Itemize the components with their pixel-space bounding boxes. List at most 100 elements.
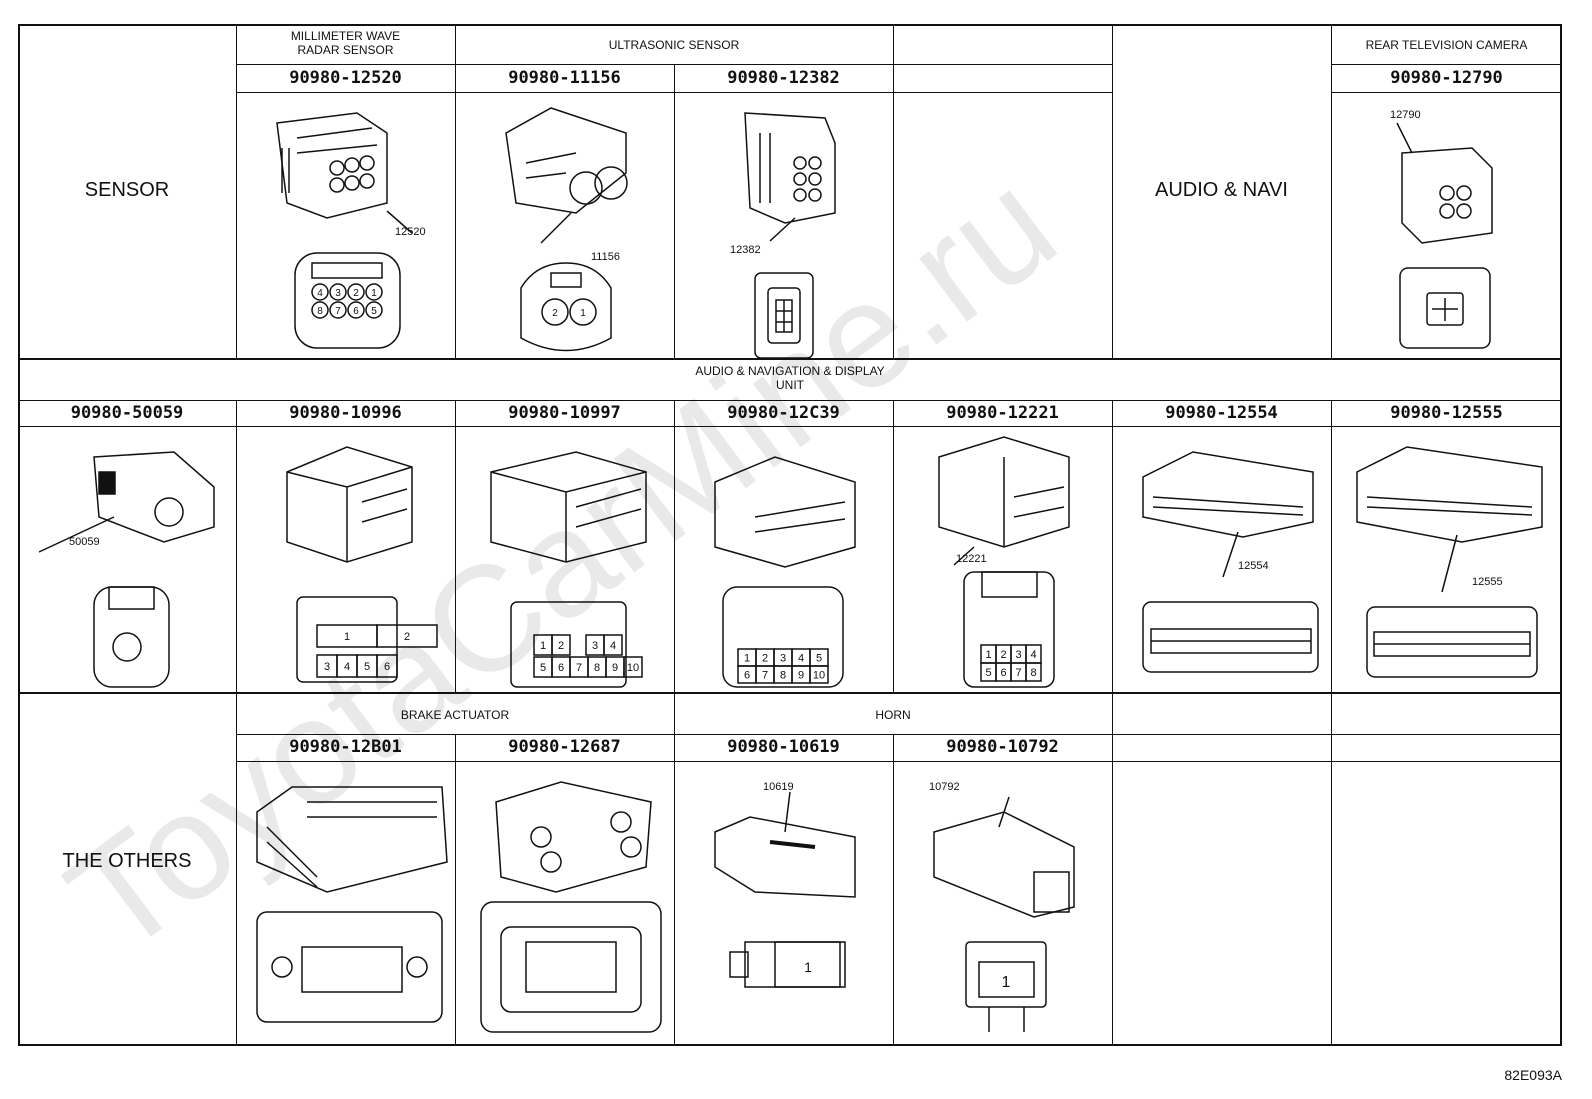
svg-text:11156: 11156	[591, 251, 620, 263]
others-label: THE OTHERS	[62, 850, 192, 872]
part-number: 90980-10997	[508, 403, 621, 423]
pin-cell	[329, 301, 347, 319]
pin-number: 4	[317, 288, 323, 299]
pin-number: 6	[384, 661, 390, 673]
pin-number: 6	[1000, 667, 1006, 679]
part-number: 90980-11156	[508, 68, 621, 88]
part-number: 90980-10619	[727, 737, 840, 757]
part-number: 90980-12555	[1390, 403, 1503, 423]
pin-number: 2	[404, 631, 410, 643]
audio-navi-label: AUDIO & NAVI	[1155, 179, 1288, 201]
connector-10619-drawing: 10619 1	[675, 762, 893, 1044]
pin-number: 10	[627, 662, 639, 674]
pin-number: 3	[1015, 649, 1021, 661]
pin-number: 9	[612, 662, 618, 674]
svg-text:10619: 10619	[763, 781, 794, 793]
pin-number: 4	[798, 653, 804, 665]
pin-cell	[541, 298, 569, 326]
pin-number: 5	[816, 653, 822, 665]
pin-number: 3	[335, 288, 341, 299]
pin-number: 4	[344, 661, 350, 673]
pin-cell	[569, 298, 597, 326]
header-ultrasonic-sensor: ULTRASONIC SENSOR	[608, 38, 740, 52]
header-radar-sensor: MILLIMETER WAVE RADAR SENSOR	[290, 29, 401, 57]
part-number: 90980-12382	[727, 68, 840, 88]
pin-cell	[809, 665, 829, 684]
pin-cell	[311, 283, 329, 301]
part-number: 90980-10996	[289, 403, 402, 423]
connector-12382-drawing: 12382	[675, 93, 893, 358]
pin-number: 2	[552, 308, 558, 319]
part-number: 90980-12790	[1390, 68, 1503, 88]
pin-number: 9	[798, 670, 804, 682]
pin-number: 8	[317, 306, 323, 317]
pin-number: 5	[540, 662, 546, 674]
pin-number: 7	[335, 306, 341, 317]
audio-section-label: AUDIO & NAVIGATION & DISPLAY UNIT	[695, 364, 885, 392]
pin-number: 1	[580, 308, 586, 319]
pin-number: 4	[610, 640, 616, 652]
connector-12687-drawing	[456, 762, 674, 1044]
pin-number: 4	[1030, 649, 1036, 661]
header-horn: HORN	[875, 708, 911, 722]
connector-12790-drawing: 12790	[1332, 93, 1561, 358]
pin-number: 1	[344, 631, 350, 643]
pin-number: 1	[540, 640, 546, 652]
pin-cell	[347, 301, 365, 319]
svg-text:50059: 50059	[69, 536, 100, 548]
pin-cell	[365, 301, 383, 319]
pin-number: 3	[324, 661, 330, 673]
pin-number: 2	[558, 640, 564, 652]
pin-number: 5	[364, 661, 370, 673]
connector-12555-drawing: 12555	[1332, 427, 1561, 692]
header-brake-actuator: BRAKE ACTUATOR	[400, 708, 510, 722]
connector-12520-drawing: 12520 4 3 2 1 8 7 6 5	[237, 93, 455, 358]
header-rear-camera: REAR TELEVISION CAMERA	[1365, 38, 1528, 52]
connector-12554-drawing: 12554	[1113, 427, 1331, 692]
svg-text:12554: 12554	[1238, 560, 1269, 572]
connector-table: SENSOR MILLIMETER WAVE RADAR SENSOR ULTR…	[18, 24, 1562, 1046]
pin-number: 3	[780, 653, 786, 665]
pin-cell	[1025, 662, 1042, 682]
document-code: 82E093A	[1504, 1067, 1562, 1083]
part-number: 90980-50059	[70, 403, 184, 423]
pin-number: 1	[985, 649, 991, 661]
pin-cell	[365, 283, 383, 301]
pin-cell	[623, 656, 643, 678]
connector-12B01-drawing	[237, 762, 455, 1044]
pin-number: 7	[576, 662, 582, 674]
pin-number: 5	[371, 306, 377, 317]
pin-number: 8	[1030, 667, 1036, 679]
pin-cell	[376, 654, 398, 678]
pin-cell	[376, 624, 438, 648]
svg-text:12555: 12555	[1472, 576, 1503, 588]
pin-number: 8	[780, 670, 786, 682]
pin-number: 10	[813, 670, 825, 682]
svg-text:1: 1	[1002, 974, 1011, 991]
part-number: 90980-12221	[946, 403, 1059, 423]
connector-50059-drawing: 50059	[19, 427, 236, 692]
pin-number: 6	[558, 662, 564, 674]
pin-number: 2	[1000, 649, 1006, 661]
pin-number: 1	[371, 288, 377, 299]
pin-number: 2	[353, 288, 359, 299]
pin-number: 2	[762, 653, 768, 665]
pin-cell	[551, 634, 571, 656]
connector-10792-drawing: 10792 1	[894, 762, 1112, 1044]
svg-text:12382: 12382	[730, 244, 761, 256]
svg-text:12790: 12790	[1390, 109, 1421, 121]
connector-10996-drawing: 1 2 3 4 5 6	[237, 427, 455, 692]
svg-text:12221: 12221	[956, 553, 987, 565]
pin-cell	[603, 634, 623, 656]
part-number: 90980-12C39	[727, 403, 840, 423]
part-number: 90980-12B01	[289, 737, 402, 757]
pin-number: 1	[744, 653, 750, 665]
callout-label: 12520	[395, 226, 426, 238]
pin-number: 6	[353, 306, 359, 317]
pin-number: 5	[985, 667, 991, 679]
sensor-label: SENSOR	[84, 179, 170, 201]
pin-number: 6	[744, 670, 750, 682]
